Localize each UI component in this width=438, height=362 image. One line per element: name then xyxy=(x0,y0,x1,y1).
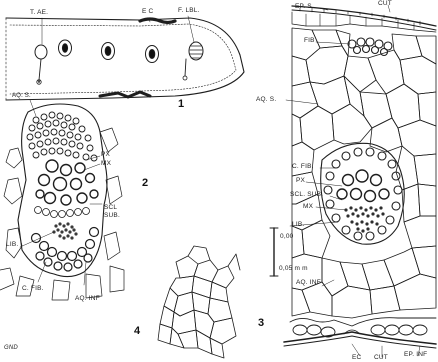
fig4-parenchyma xyxy=(158,246,240,358)
fig3-label-aqinf: AQ. INF xyxy=(296,280,321,287)
fig3-label-eps: EP. S. xyxy=(295,4,314,11)
fig3-label-cut-top: CUT xyxy=(378,1,392,8)
fig2-label-mx: MX xyxy=(101,161,111,168)
fig3-label-cfib: C. FIB. xyxy=(292,164,314,171)
fig3-label-lib: LIB. xyxy=(292,222,304,229)
fig1-number: 1 xyxy=(178,99,184,110)
scale-bar-bottom-label: 0,05 m m xyxy=(279,266,308,273)
fig2-label-px: PX xyxy=(101,152,110,159)
fig3-leaf-section xyxy=(270,5,436,357)
fig3-label-mx: MX xyxy=(303,204,313,211)
fig2-label-lib: LIB. xyxy=(6,242,18,249)
fig3-label-fib: FIB xyxy=(304,38,315,45)
fig3-label-ec: EC xyxy=(352,355,361,362)
fig3-label-cut-bottom: CUT xyxy=(374,355,388,362)
fig4-number: 4 xyxy=(134,326,140,337)
artist-signature: GND xyxy=(4,345,18,351)
fig2-number: 2 xyxy=(142,178,148,189)
scale-bar-top-label: 0,00 xyxy=(280,234,293,241)
fig3-label-epinf: EP. INF xyxy=(404,352,427,359)
fig2-label-aqinf: AQ. INF xyxy=(75,296,100,303)
fig2-label-sub: SUB. xyxy=(104,213,120,220)
fig3-label-px: PX xyxy=(296,178,305,185)
fig2-label-scl: SCL xyxy=(104,205,117,212)
fig2-vascular-bundle xyxy=(0,100,124,300)
fig1-label-ec: E C xyxy=(142,9,153,16)
fig2-label-aqs: AQ. S. xyxy=(12,93,31,99)
fig2-label-cfib: C. FIB. xyxy=(22,286,44,293)
fig1-leaf-section xyxy=(6,16,244,100)
fig3-label-sclsub: SCL. SUB. xyxy=(290,192,323,199)
fig3-number: 3 xyxy=(258,318,264,329)
fig1-label-tae: T. AE. xyxy=(30,10,48,17)
fig3-label-aqs: AQ. S. xyxy=(256,97,276,104)
fig1-label-flbl: F. LBL. xyxy=(178,8,200,15)
